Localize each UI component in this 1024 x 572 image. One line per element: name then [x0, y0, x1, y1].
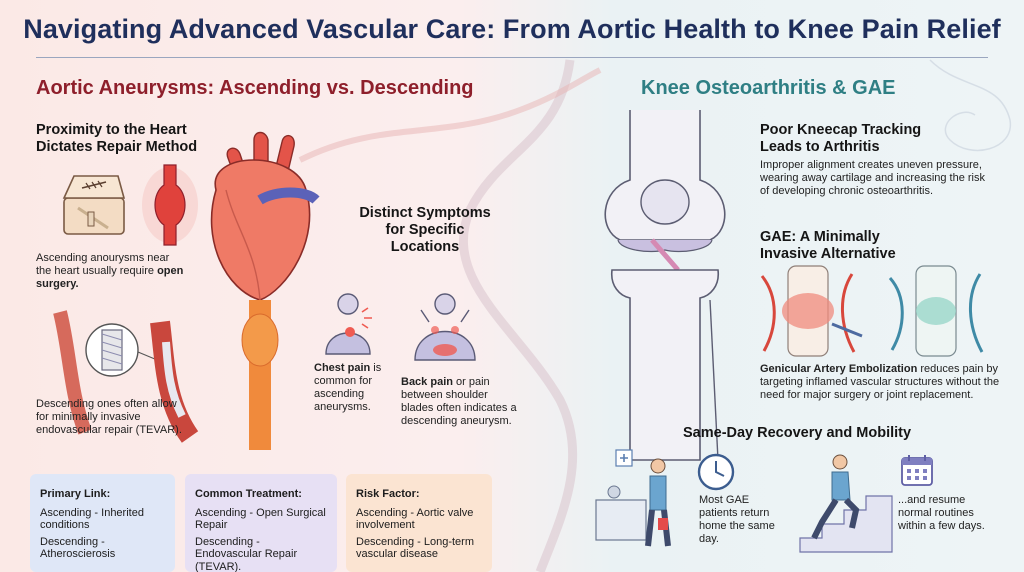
- risk-factor-line2: Descending - Long-term vascular disease: [356, 535, 475, 561]
- descending-description: Descending ones often allow for minimall…: [36, 398, 182, 436]
- chest-pain-text: is common for ascending aneurysms.: [314, 362, 382, 413]
- gae-knee-inflamed-icon: [760, 265, 863, 357]
- clock-icon: [697, 453, 735, 491]
- ascending-aneurysm-icon: [142, 164, 198, 246]
- knee-section-title: Knee Osteoarthritis & GAE: [641, 77, 896, 99]
- resume-routines-text: ...and resume normal routines within a f…: [898, 494, 985, 532]
- page-title: Navigating Advanced Vascular Care: From …: [23, 14, 1001, 44]
- stent-graft-icon: [53, 310, 199, 443]
- title-divider: [36, 57, 988, 58]
- back-pain-person-icon: [414, 293, 476, 361]
- proximity-heading-line1: Proximity to the Heart: [36, 122, 187, 138]
- symptoms-heading: Distinct Symptoms for Specific Locations: [355, 205, 495, 256]
- back-pain-bold: Back pain: [401, 376, 453, 388]
- symptoms-heading-line3: Locations: [390, 239, 460, 255]
- knee-joint-illustration: [604, 110, 726, 461]
- kneecap-heading-line1: Poor Kneecap Tracking: [760, 122, 922, 138]
- common-treatment-line1: Ascending - Open Surgical Repair: [195, 506, 326, 532]
- risk-factor-title: Risk Factor:: [356, 488, 420, 500]
- primary-link-box: Primary Link: Ascending - Inherited cond…: [30, 474, 175, 572]
- calendar-icon: [901, 455, 933, 486]
- heart-aorta-illustration: [210, 131, 320, 450]
- primary-link-line1: Ascending - Inherited conditions: [40, 506, 144, 532]
- ascending-description: Ascending anourysms near the heart usual…: [36, 252, 184, 291]
- chest-pain-person-icon: [325, 293, 372, 355]
- proximity-heading: Proximity to the Heart Dictates Repair M…: [36, 122, 236, 156]
- kneecap-heading: Poor Kneecap Tracking Leads to Arthritis: [760, 122, 960, 156]
- kneecap-heading-line2: Leads to Arthritis: [760, 139, 880, 155]
- proximity-heading-line2: Dictates Repair Method: [36, 139, 198, 155]
- gae-heading: GAE: A Minimally Invasive Alternative: [760, 229, 960, 263]
- chest-pain-description: Chest pain is common for ascending aneur…: [314, 362, 384, 414]
- recovery-heading: Same-Day Recovery and Mobility: [683, 425, 912, 441]
- common-treatment-line2: Descending - Endovascular Repair (TEVAR)…: [195, 535, 298, 572]
- common-treatment-box: Common Treatment: Ascending - Open Surgi…: [185, 474, 337, 572]
- primary-link-title: Primary Link:: [40, 488, 111, 500]
- stairs-climbing-icon: [799, 454, 893, 553]
- gae-knee-treated-icon: [888, 265, 984, 357]
- gae-heading-line2: Invasive Alternative: [760, 246, 896, 262]
- kneecap-description: Improper alignment creates uneven pressu…: [760, 159, 986, 197]
- back-pain-description: Back pain or pain between shoulder blade…: [401, 376, 523, 428]
- symptoms-heading-line2: for Specific: [385, 222, 465, 238]
- aortic-section-title: Aortic Aneurysms: Ascending vs. Descendi…: [36, 77, 474, 99]
- gae-heading-line1: GAE: A Minimally: [760, 229, 880, 245]
- same-day-text: Most GAE patients return home the same d…: [699, 494, 775, 545]
- symptoms-heading-line1: Distinct Symptoms: [359, 205, 491, 221]
- ascending-text: Ascending anourysms near the heart usual…: [36, 252, 170, 277]
- gae-text: reduces pain by targeting inflamed vascu…: [760, 363, 1000, 401]
- surgical-kit-icon: [62, 175, 126, 235]
- chest-pain-bold: Chest pain: [314, 362, 371, 374]
- gae-description: Genicular Artery Embolization reduces pa…: [760, 363, 1000, 402]
- common-treatment-title: Common Treatment:: [195, 488, 302, 500]
- risk-factor-line1: Ascending - Aortic valve involvement: [356, 506, 474, 532]
- risk-factor-box: Risk Factor: Ascending - Aortic valve in…: [346, 474, 492, 572]
- primary-link-line2: Descending - Atheroscierosis: [40, 535, 116, 561]
- back-pain-text: or pain between shoulder blades often in…: [401, 376, 517, 427]
- discharge-scene-icon: [595, 449, 671, 547]
- ascending-bold: open surgery.: [36, 265, 184, 290]
- gae-bold: Genicular Artery Embolization: [760, 363, 918, 375]
